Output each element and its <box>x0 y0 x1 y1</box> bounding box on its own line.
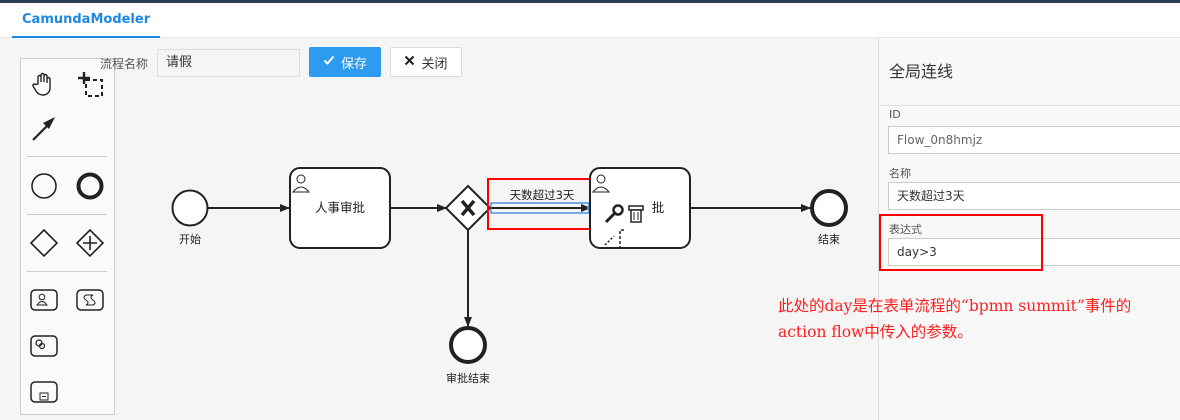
tab-camunda-modeler[interactable]: CamundaModeler <box>12 3 161 38</box>
end-event[interactable] <box>810 189 848 227</box>
properties-panel: 全局连线 ID Flow_0n8hmjz 名称 天数超过3天 表达式 day>3 <box>878 38 1180 420</box>
parallel-gateway-icon[interactable] <box>73 226 107 260</box>
expression-field[interactable]: day>3 <box>888 238 1180 266</box>
name-field[interactable]: 天数超过3天 <box>888 182 1180 210</box>
save-button-label: 保存 <box>340 56 367 72</box>
hr-approval-task-label: 人事审批 <box>315 200 365 215</box>
user-task-icon[interactable] <box>27 283 61 317</box>
trash-icon[interactable] <box>628 205 644 223</box>
end-event-icon[interactable] <box>73 169 107 203</box>
bpmn-diagram: 开始 人事审批 天数超过3天 批 结束 审批结束 <box>171 167 848 385</box>
tab-bar: CamundaModeler <box>0 3 1180 38</box>
flow-label[interactable]: 天数超过3天 <box>510 188 575 202</box>
tool-palette <box>20 58 115 415</box>
approval-task-label: 批 <box>652 200 665 215</box>
annotation-note: 此处的day是在表单流程的“bpmn summit”事件的action flow… <box>778 297 1132 341</box>
name-label: 名称 <box>889 167 911 180</box>
id-field[interactable]: Flow_0n8hmjz <box>888 126 1180 154</box>
close-button-label: 关闭 <box>421 56 448 72</box>
close-button[interactable]: 关闭 <box>390 47 462 77</box>
id-label: ID <box>889 108 901 121</box>
gateway-x-icon <box>460 199 476 217</box>
check-icon <box>323 54 335 70</box>
expression-highlight-box <box>879 214 1043 271</box>
top-border <box>0 0 1180 3</box>
text-annotation-icon[interactable] <box>619 229 624 248</box>
lasso-tool-icon[interactable] <box>73 67 107 101</box>
approval-end-event-label: 审批结束 <box>446 371 490 385</box>
user-task-icon <box>591 174 611 193</box>
hand-tool-icon[interactable] <box>27 67 61 101</box>
start-event-label: 开始 <box>179 232 201 246</box>
end-event-label: 结束 <box>818 233 840 246</box>
gateway-icon[interactable] <box>27 226 61 260</box>
palette-divider <box>27 156 107 157</box>
palette-divider <box>27 271 107 272</box>
panel-divider <box>879 105 1180 106</box>
flow-highlight-box <box>487 178 591 230</box>
service-task-icon[interactable] <box>27 329 61 363</box>
expression-label: 表达式 <box>889 223 922 236</box>
palette-divider <box>27 214 107 215</box>
user-task-icon <box>291 174 311 193</box>
script-task-icon[interactable] <box>73 283 107 317</box>
diagram-canvas[interactable] <box>0 38 878 420</box>
close-icon <box>404 55 415 70</box>
hr-approval-task[interactable] <box>289 167 391 249</box>
subprocess-icon[interactable] <box>27 375 61 409</box>
connect-tool-icon[interactable] <box>27 111 61 145</box>
approval-end-event[interactable] <box>449 326 487 364</box>
process-name-label: 流程名称 <box>100 57 149 71</box>
wrench-icon[interactable] <box>604 204 624 224</box>
process-name-input[interactable]: 请假 <box>157 49 300 77</box>
start-event[interactable] <box>171 189 209 227</box>
save-button[interactable]: 保存 <box>309 47 381 77</box>
panel-title: 全局连线 <box>889 62 954 81</box>
start-event-icon[interactable] <box>27 169 61 203</box>
